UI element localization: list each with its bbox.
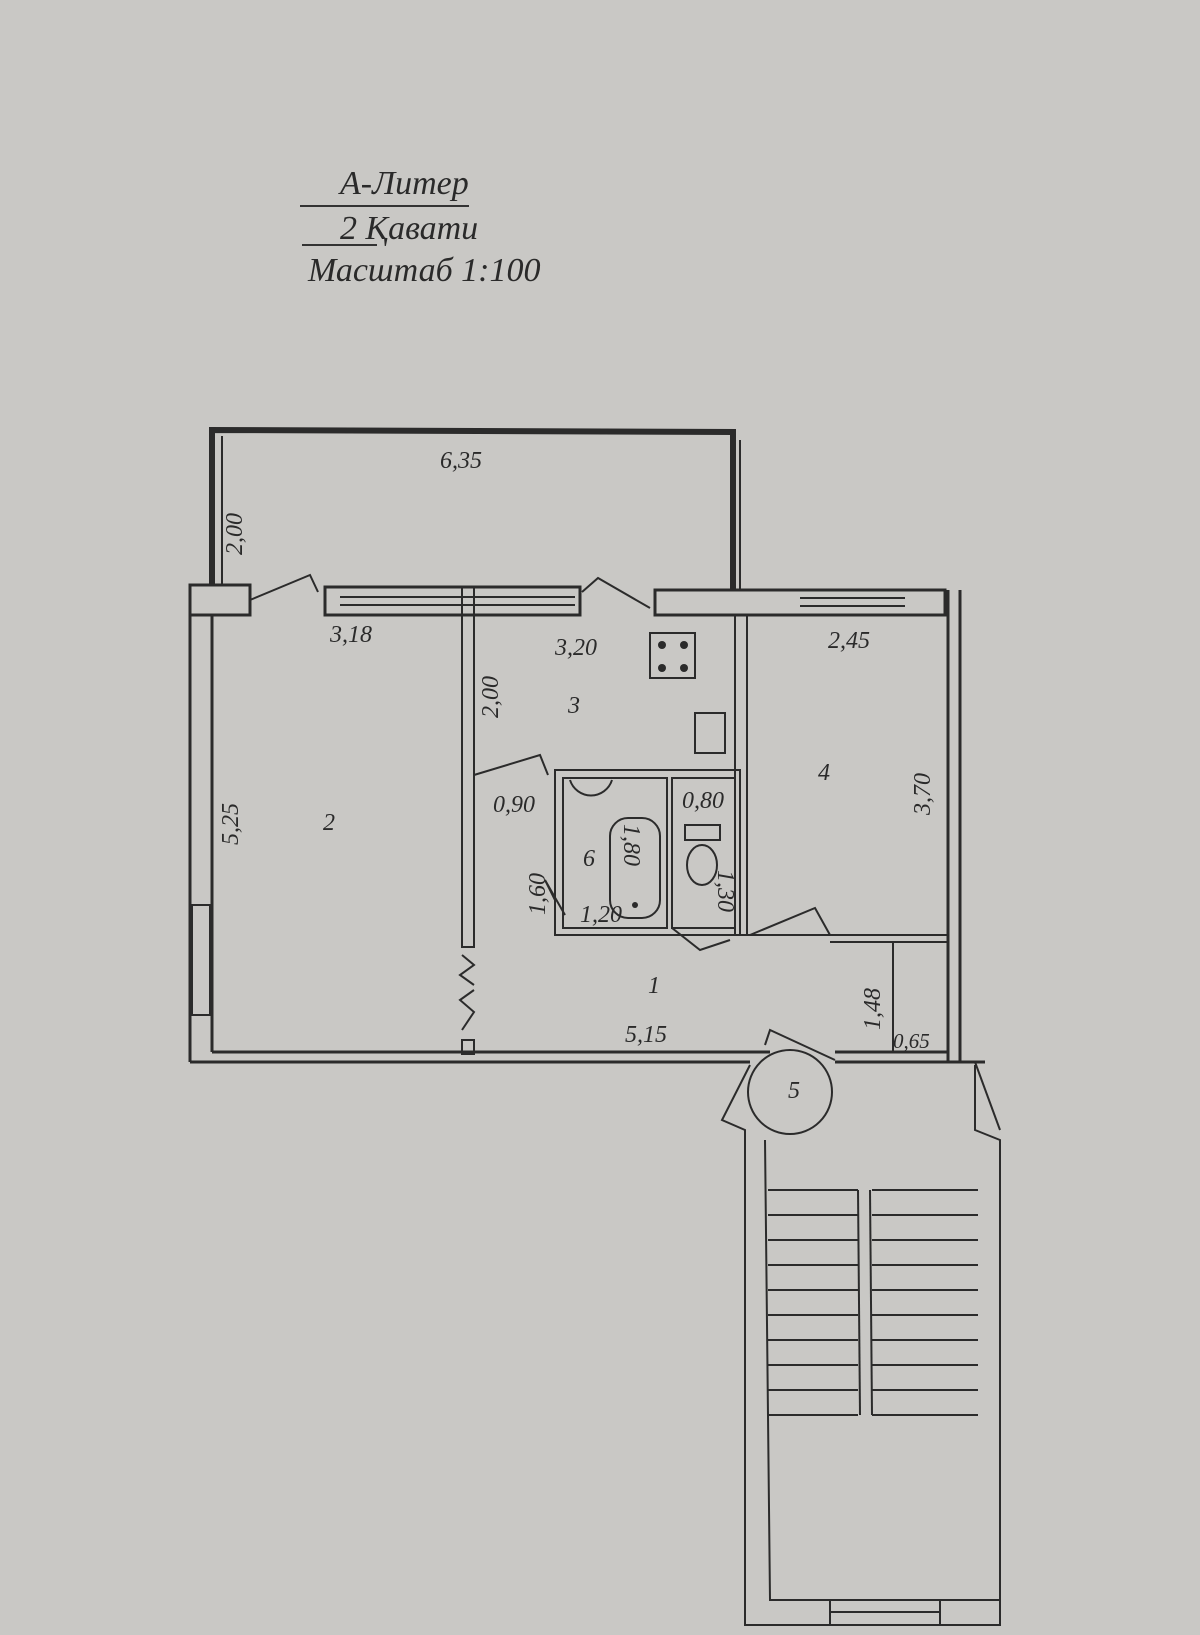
sink-icon — [694, 712, 726, 754]
dim-bathroom-width: 1,20 — [580, 902, 622, 928]
dim-hall-door: 0,90 — [493, 792, 535, 818]
toilet-icon — [684, 824, 721, 886]
balcony — [209, 426, 741, 590]
washbasin-icon — [569, 779, 613, 797]
room-number-2: 2 — [323, 810, 335, 836]
room-number-5: 5 — [788, 1078, 800, 1104]
bathroom-door — [544, 879, 566, 916]
dim-wc-length: 1,30 — [712, 870, 738, 912]
dim-wc-width: 0,80 — [682, 788, 724, 814]
kitchen-door — [473, 753, 549, 776]
room-number-1: 1 — [648, 973, 660, 999]
dim-balcony-width: 6,35 — [440, 448, 482, 474]
dim-room4-length: 3,70 — [910, 773, 936, 816]
dim-bath-length: 1,80 — [618, 824, 644, 866]
room-number-6: 6 — [583, 846, 595, 872]
staircase — [720, 1061, 1001, 1626]
dim-room2-length: 5,25 — [218, 803, 244, 845]
dim-room4-width: 2,45 — [828, 628, 870, 654]
bathtub-icon — [609, 817, 661, 919]
room-number-3: 3 — [567, 693, 580, 719]
room-number-4: 4 — [818, 760, 830, 786]
dim-bathroom-length: 1,60 — [525, 873, 551, 915]
dim-balcony-depth: 2,00 — [222, 513, 248, 555]
balcony-door-kitchen — [581, 576, 651, 609]
wc-door — [671, 927, 731, 952]
scale-label: Масштаб 1:100 — [308, 252, 541, 289]
interior-walls — [458, 586, 948, 1055]
dim-kitchen-depth: 2,00 — [478, 676, 504, 718]
dim-hall-length: 5,15 — [625, 1022, 667, 1048]
liter-label: А-Литер — [300, 165, 469, 207]
dim-closet-width: 0,65 — [893, 1029, 930, 1053]
floor-label: 2 Қавати — [340, 210, 479, 247]
balcony-door-left — [249, 573, 319, 601]
entrance-door — [747, 1028, 836, 1135]
outer-walls — [188, 583, 985, 1064]
dim-closet-length: 1,48 — [860, 988, 886, 1030]
dim-room2-width: 3,18 — [329, 622, 372, 648]
room4-door — [749, 906, 831, 936]
stove-icon — [649, 632, 696, 679]
floor-underline — [302, 244, 377, 246]
dim-kitchen-width: 3,20 — [554, 635, 597, 661]
